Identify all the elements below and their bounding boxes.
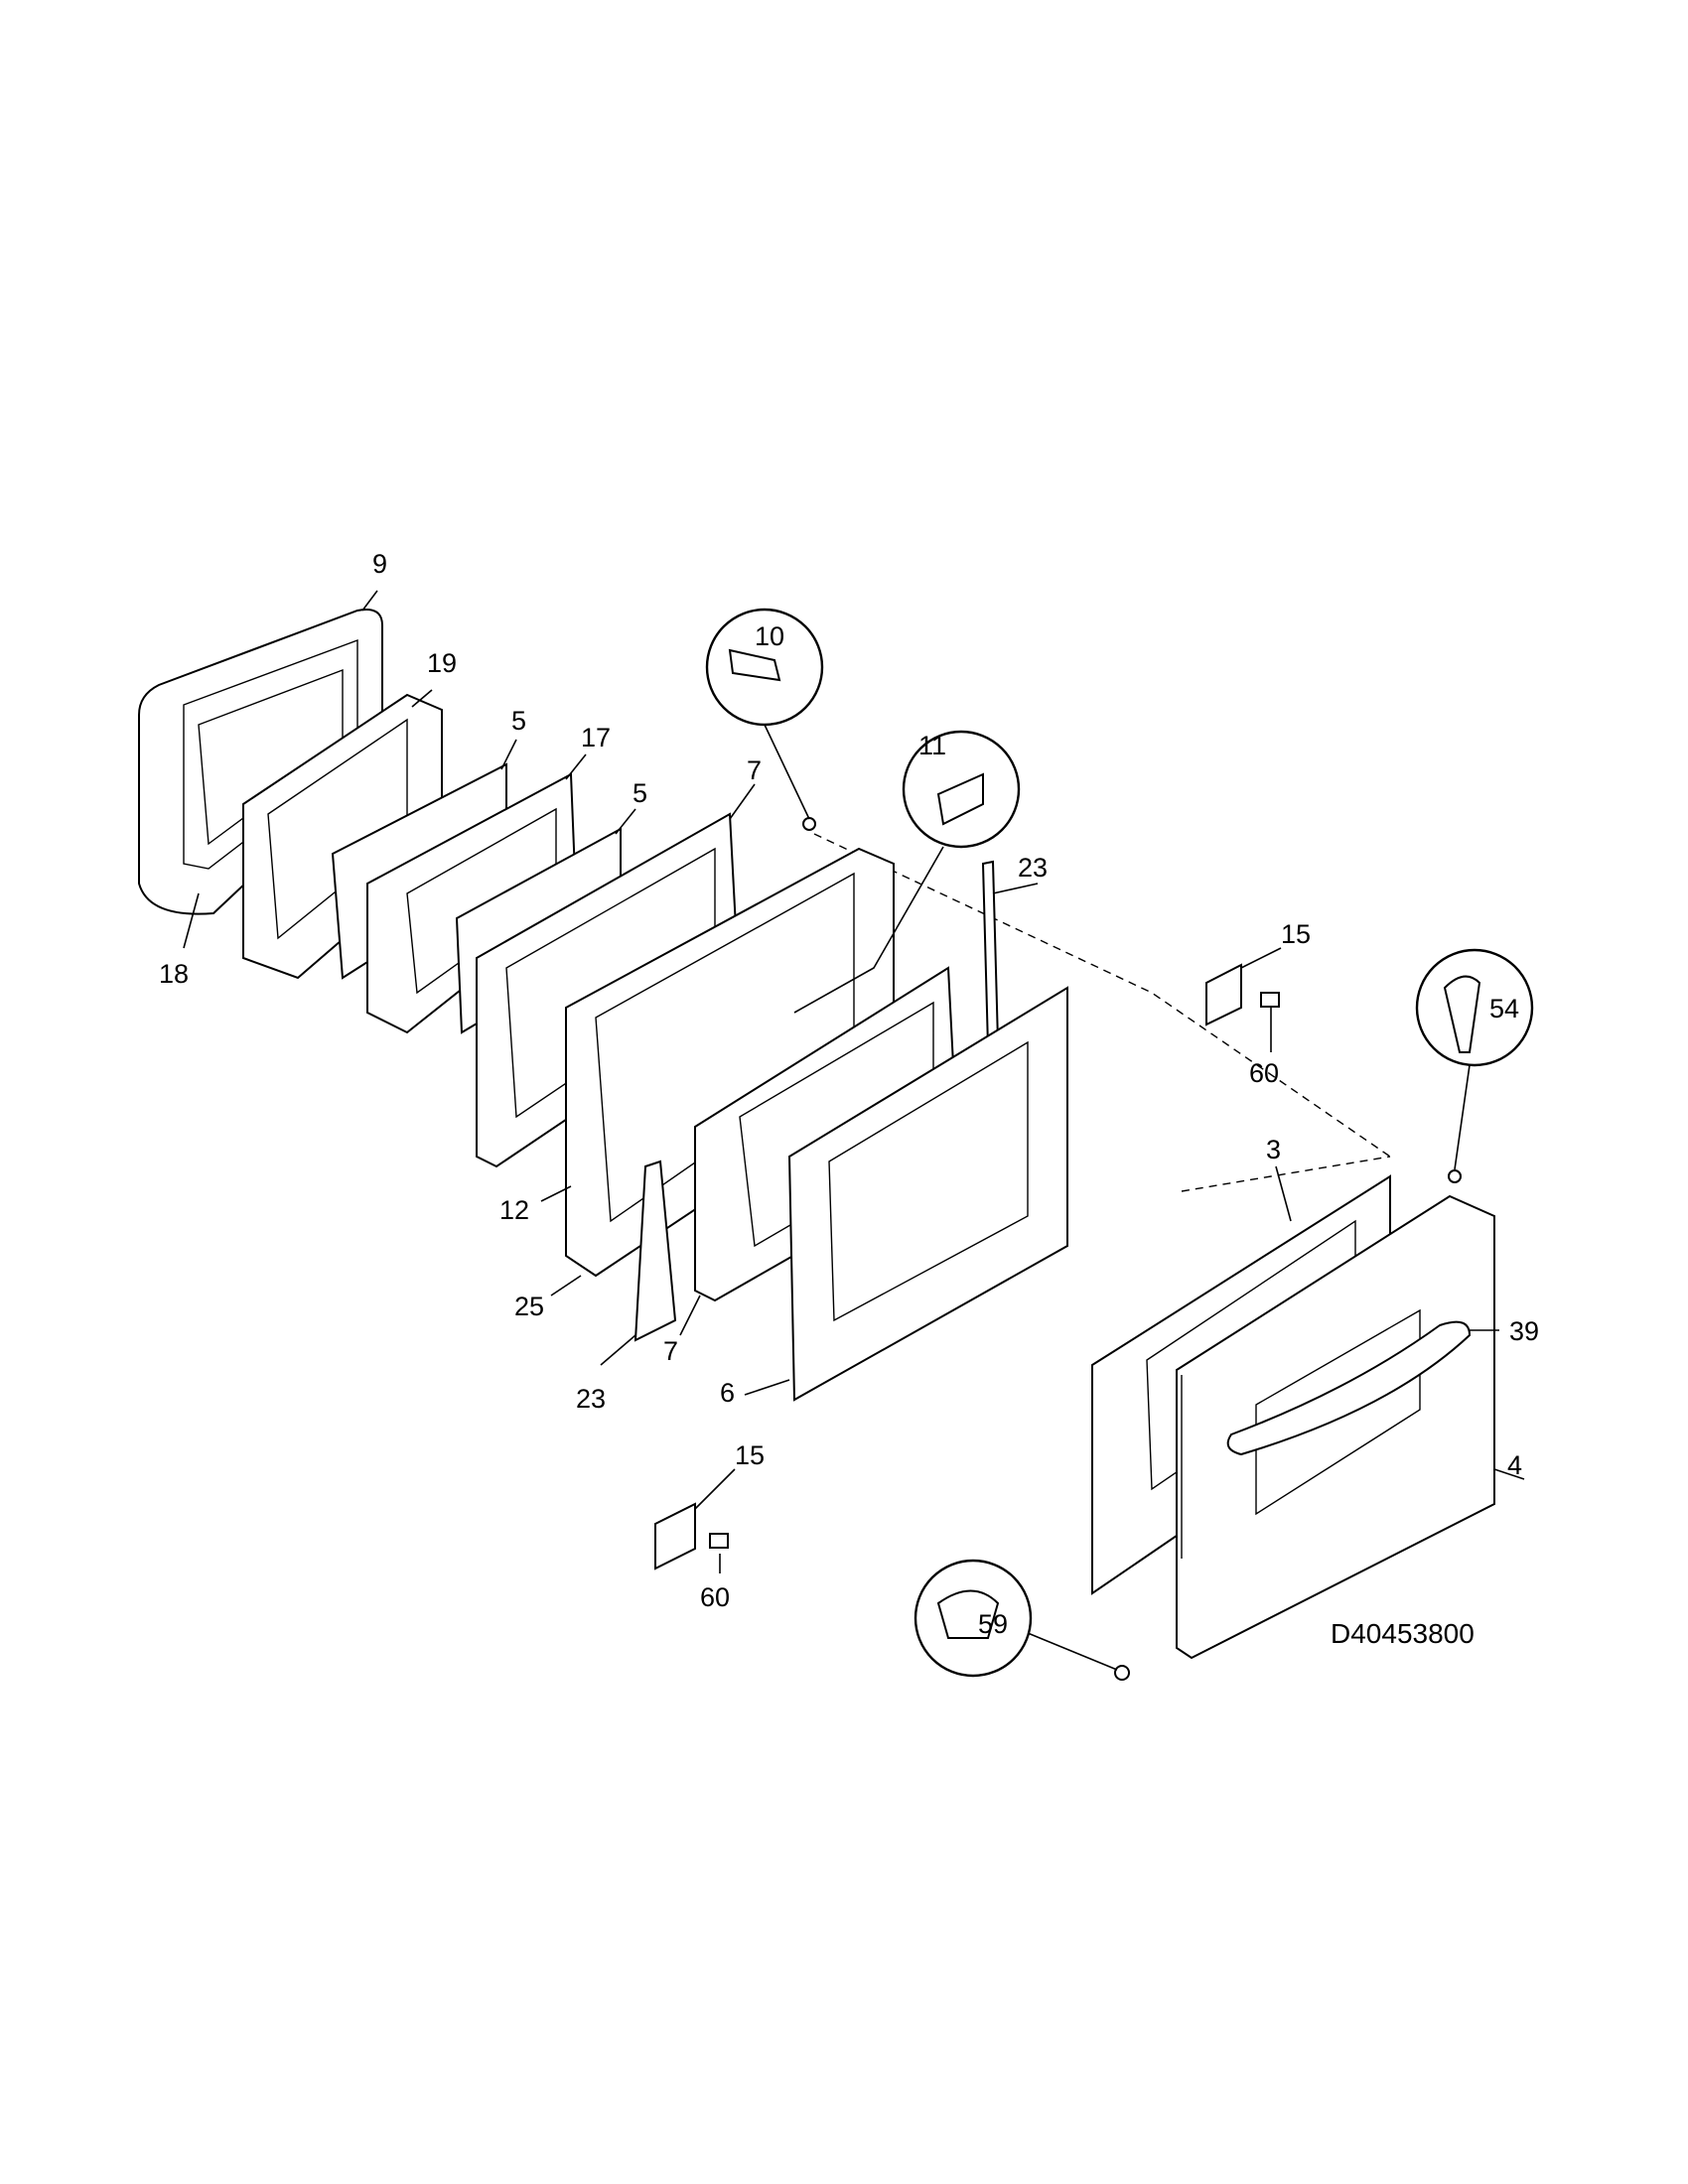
leader-15a: [1240, 947, 1282, 969]
leader-5b: [615, 808, 636, 835]
callout-11: 11: [918, 731, 946, 760]
leader-3: [1275, 1165, 1292, 1222]
part-23-hinge-upper: [981, 860, 1000, 1049]
callout-5: 5: [633, 778, 647, 808]
callout-23: 23: [1018, 853, 1048, 883]
leader-15b: [694, 1468, 736, 1510]
callout-23: 23: [576, 1384, 606, 1414]
callout-15: 15: [1281, 919, 1311, 949]
callout-17: 17: [581, 723, 611, 752]
callout-39: 39: [1509, 1316, 1539, 1346]
callout-60: 60: [700, 1582, 730, 1612]
leader-12: [540, 1185, 572, 1202]
part-15-clip-right: [1205, 963, 1280, 1026]
leader-7b: [679, 1295, 701, 1336]
callout-6: 6: [720, 1378, 735, 1408]
callout-54: 54: [1489, 994, 1519, 1024]
detail-circle-59: [914, 1559, 1118, 1678]
callout-25: 25: [514, 1292, 544, 1321]
screw-54: [1448, 1169, 1462, 1183]
callout-19: 19: [427, 648, 457, 678]
callout-15: 15: [735, 1440, 765, 1470]
leader-18: [183, 892, 200, 949]
callout-5: 5: [511, 706, 526, 736]
part-4-door-front: [1176, 1194, 1495, 1660]
callout-3: 3: [1266, 1135, 1281, 1164]
leader-5a: [500, 739, 517, 770]
part-15-clip-left: [654, 1502, 729, 1570]
part-6-door-panel: [787, 986, 1068, 1402]
callout-7: 7: [747, 755, 762, 785]
leader-7a: [729, 783, 756, 820]
part-9-door-liner: [138, 609, 383, 915]
leader-19: [411, 689, 433, 708]
detail-circle-11: [793, 730, 1021, 1014]
callout-18: 18: [159, 959, 189, 989]
callout-10: 10: [755, 621, 784, 651]
detail-circle-54: [1415, 948, 1534, 1170]
leader-4: [1493, 1468, 1525, 1480]
callout-7: 7: [663, 1336, 678, 1366]
callout-9: 9: [372, 549, 387, 579]
part-23-hinge-lower: [633, 1160, 677, 1342]
screw-10: [802, 817, 816, 831]
leader-9: [361, 590, 378, 612]
leader-17: [565, 753, 587, 780]
callout-59: 59: [978, 1609, 1008, 1639]
plug-59: [1114, 1665, 1130, 1681]
diagram-code: D40453800: [1331, 1618, 1475, 1649]
leader-23b: [600, 1334, 636, 1366]
leader-23a: [992, 883, 1039, 894]
detail-circle-10: [705, 608, 824, 820]
callout-4: 4: [1507, 1450, 1522, 1480]
leader-6: [744, 1379, 790, 1396]
part-39-handle: [1226, 1320, 1472, 1456]
callout-12: 12: [499, 1195, 529, 1225]
assembly-axis-line-2: [1181, 1156, 1391, 1192]
callout-60: 60: [1249, 1058, 1279, 1088]
leader-25: [550, 1275, 582, 1297]
